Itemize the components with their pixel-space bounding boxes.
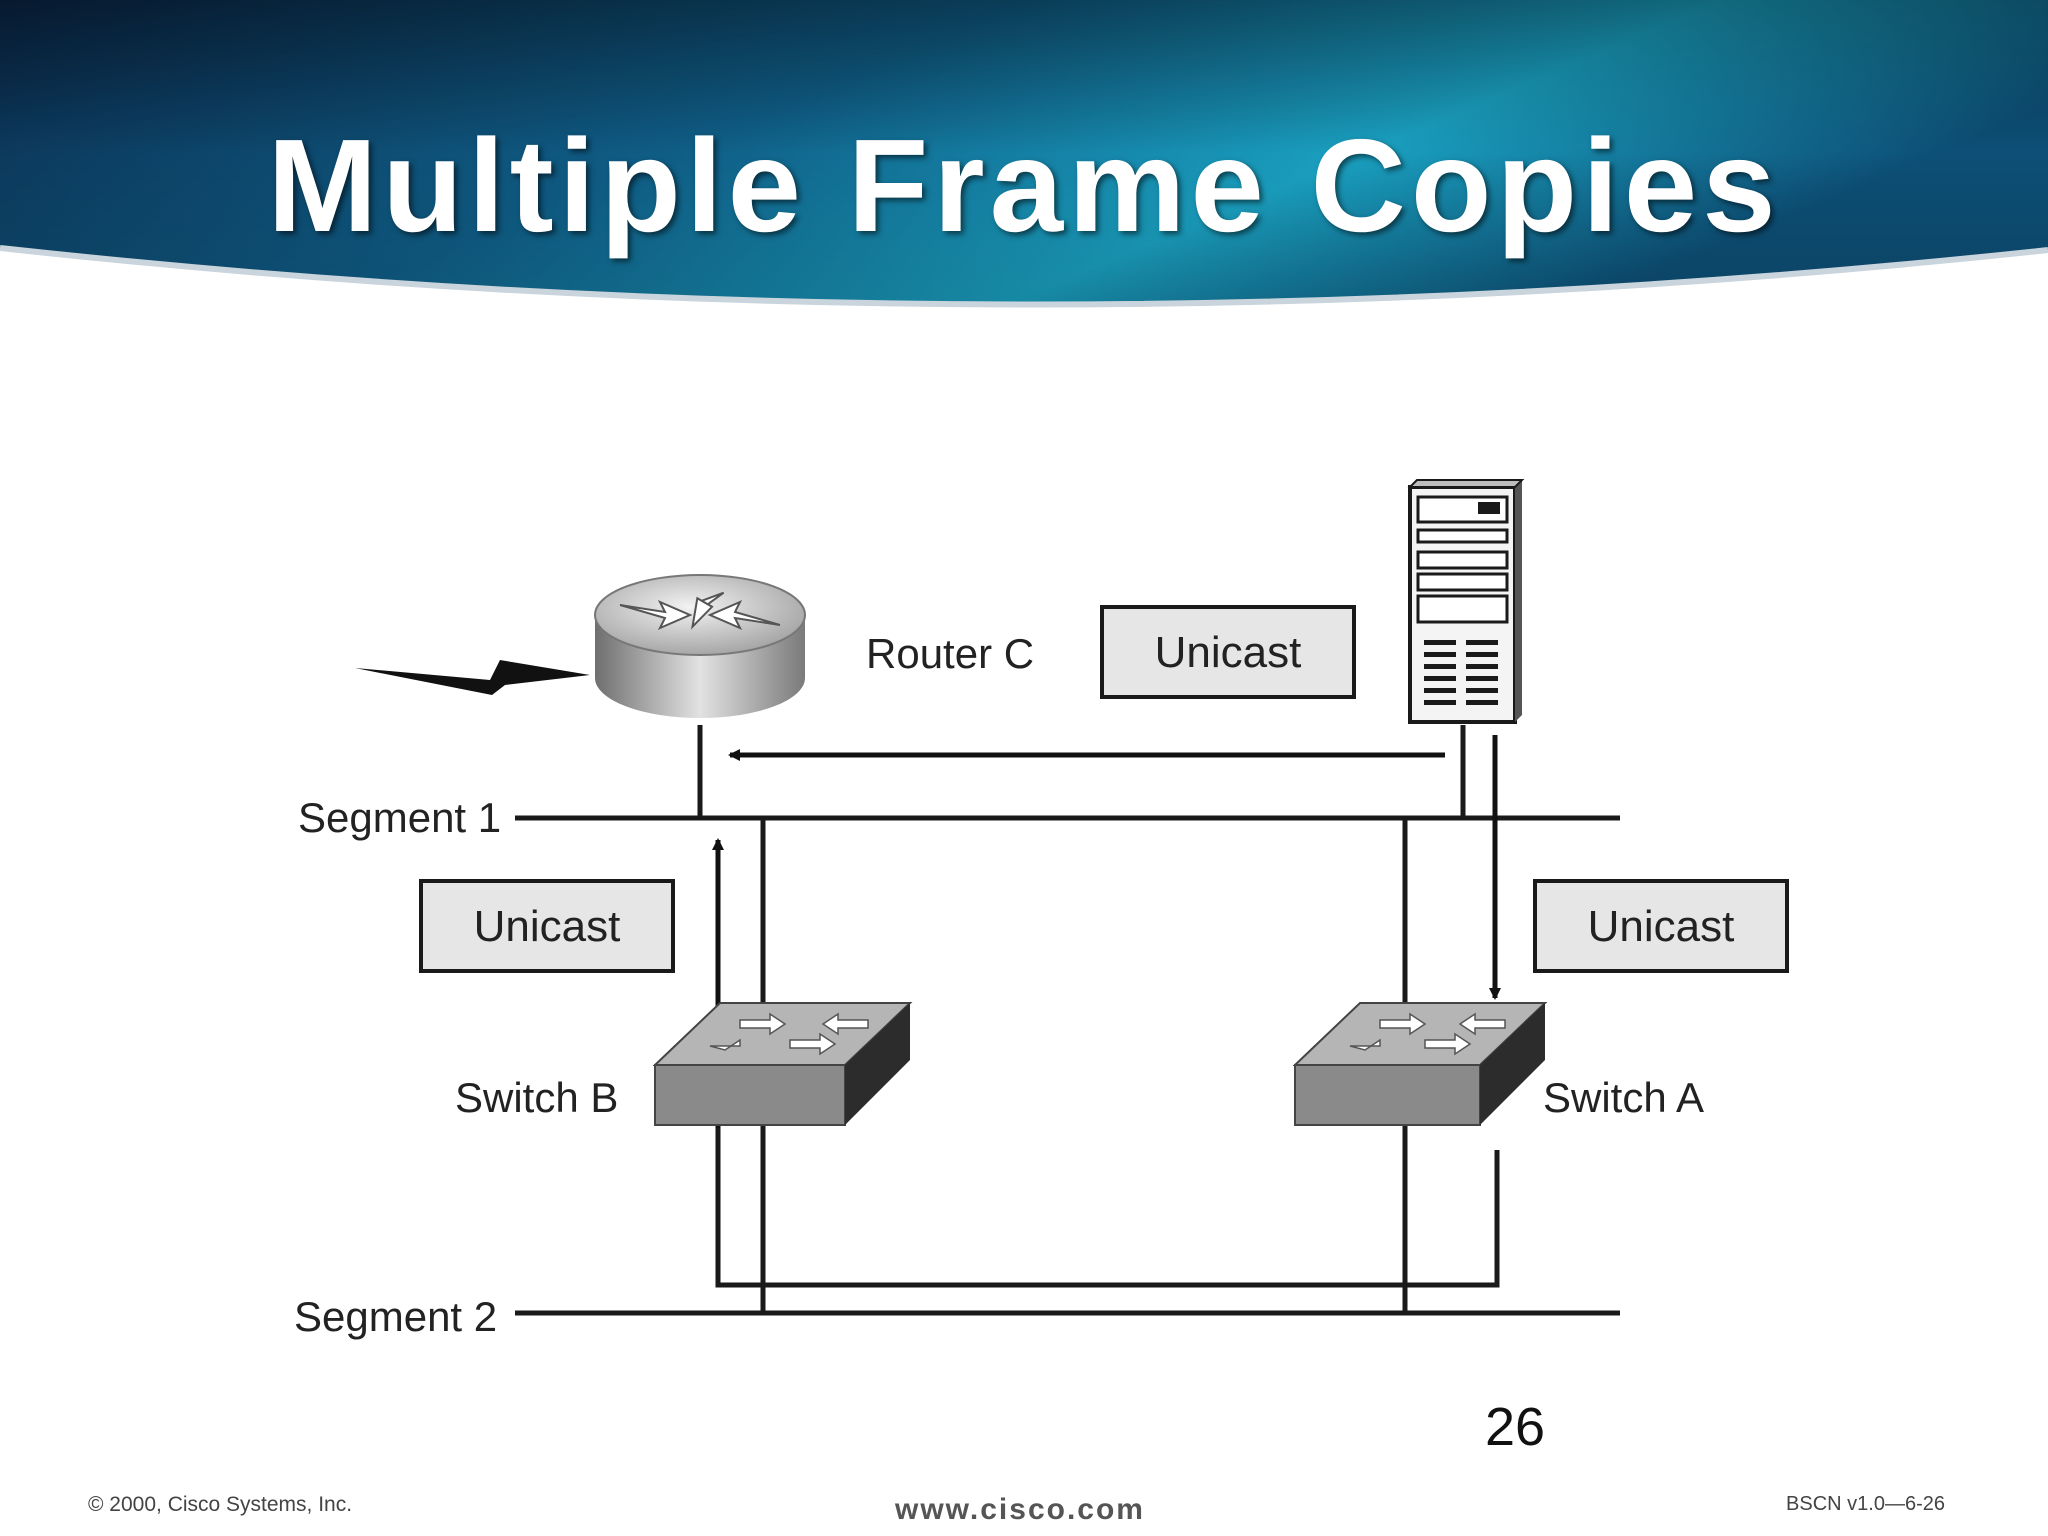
wan-link-icon [355,660,590,695]
footer-url: www.cisco.com [895,1493,1145,1526]
unicast-frame-box-top: Unicast [1100,605,1356,699]
segment-1-label: Segment 1 [298,794,501,841]
unicast-label-top: Unicast [1155,628,1302,677]
unicast-frame-box-left: Unicast [419,879,675,973]
unicast-label-right: Unicast [1588,902,1735,951]
router-icon [594,574,806,718]
unicast-frame-box-right: Unicast [1533,879,1789,973]
unicast-label-left: Unicast [474,902,621,951]
footer-course-code: BSCN v1.0—6-26 [1786,1493,1945,1515]
switch-a-label: Switch A [1543,1074,1704,1121]
slide-title: Multiple Frame Copies [267,112,1781,259]
server-icon [1407,479,1525,724]
switch-b-label: Switch B [455,1074,618,1121]
frame-path-loop [715,1128,1500,1288]
switch-a-icon [1292,1002,1548,1126]
segment-2-label: Segment 2 [294,1293,497,1340]
page-number: 26 [1484,1397,1546,1457]
footer-copyright: © 2000, Cisco Systems, Inc. [88,1493,353,1516]
header-banner [0,0,2048,308]
router-c-label: Router C [866,630,1034,677]
switch-b-icon [652,1002,913,1126]
